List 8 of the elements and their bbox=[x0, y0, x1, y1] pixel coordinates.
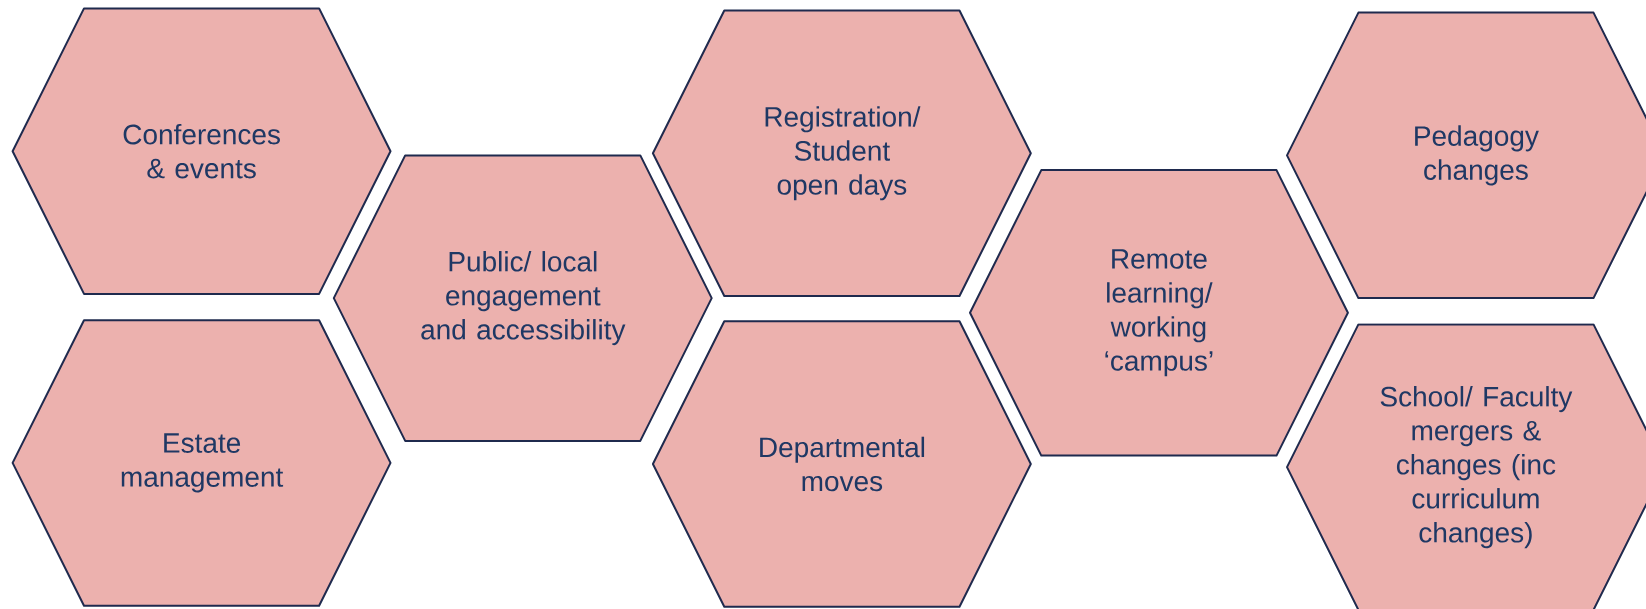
hexagon: Registration/ Student open days bbox=[651, 9, 1032, 297]
hexagon: Estate management bbox=[11, 319, 392, 607]
hexagon: Remote learning/ working ‘campus’ bbox=[969, 169, 1349, 457]
hexagon: Public/ local engagement and accessibility bbox=[332, 154, 713, 442]
hexagon: Pedagogy changes bbox=[1286, 11, 1646, 300]
hexagon: Conferences & events bbox=[11, 7, 392, 295]
hexagon: Departmental moves bbox=[651, 320, 1032, 608]
hexagon: School/ Faculty mergers & changes (inc curriculum changes) bbox=[1286, 323, 1646, 609]
